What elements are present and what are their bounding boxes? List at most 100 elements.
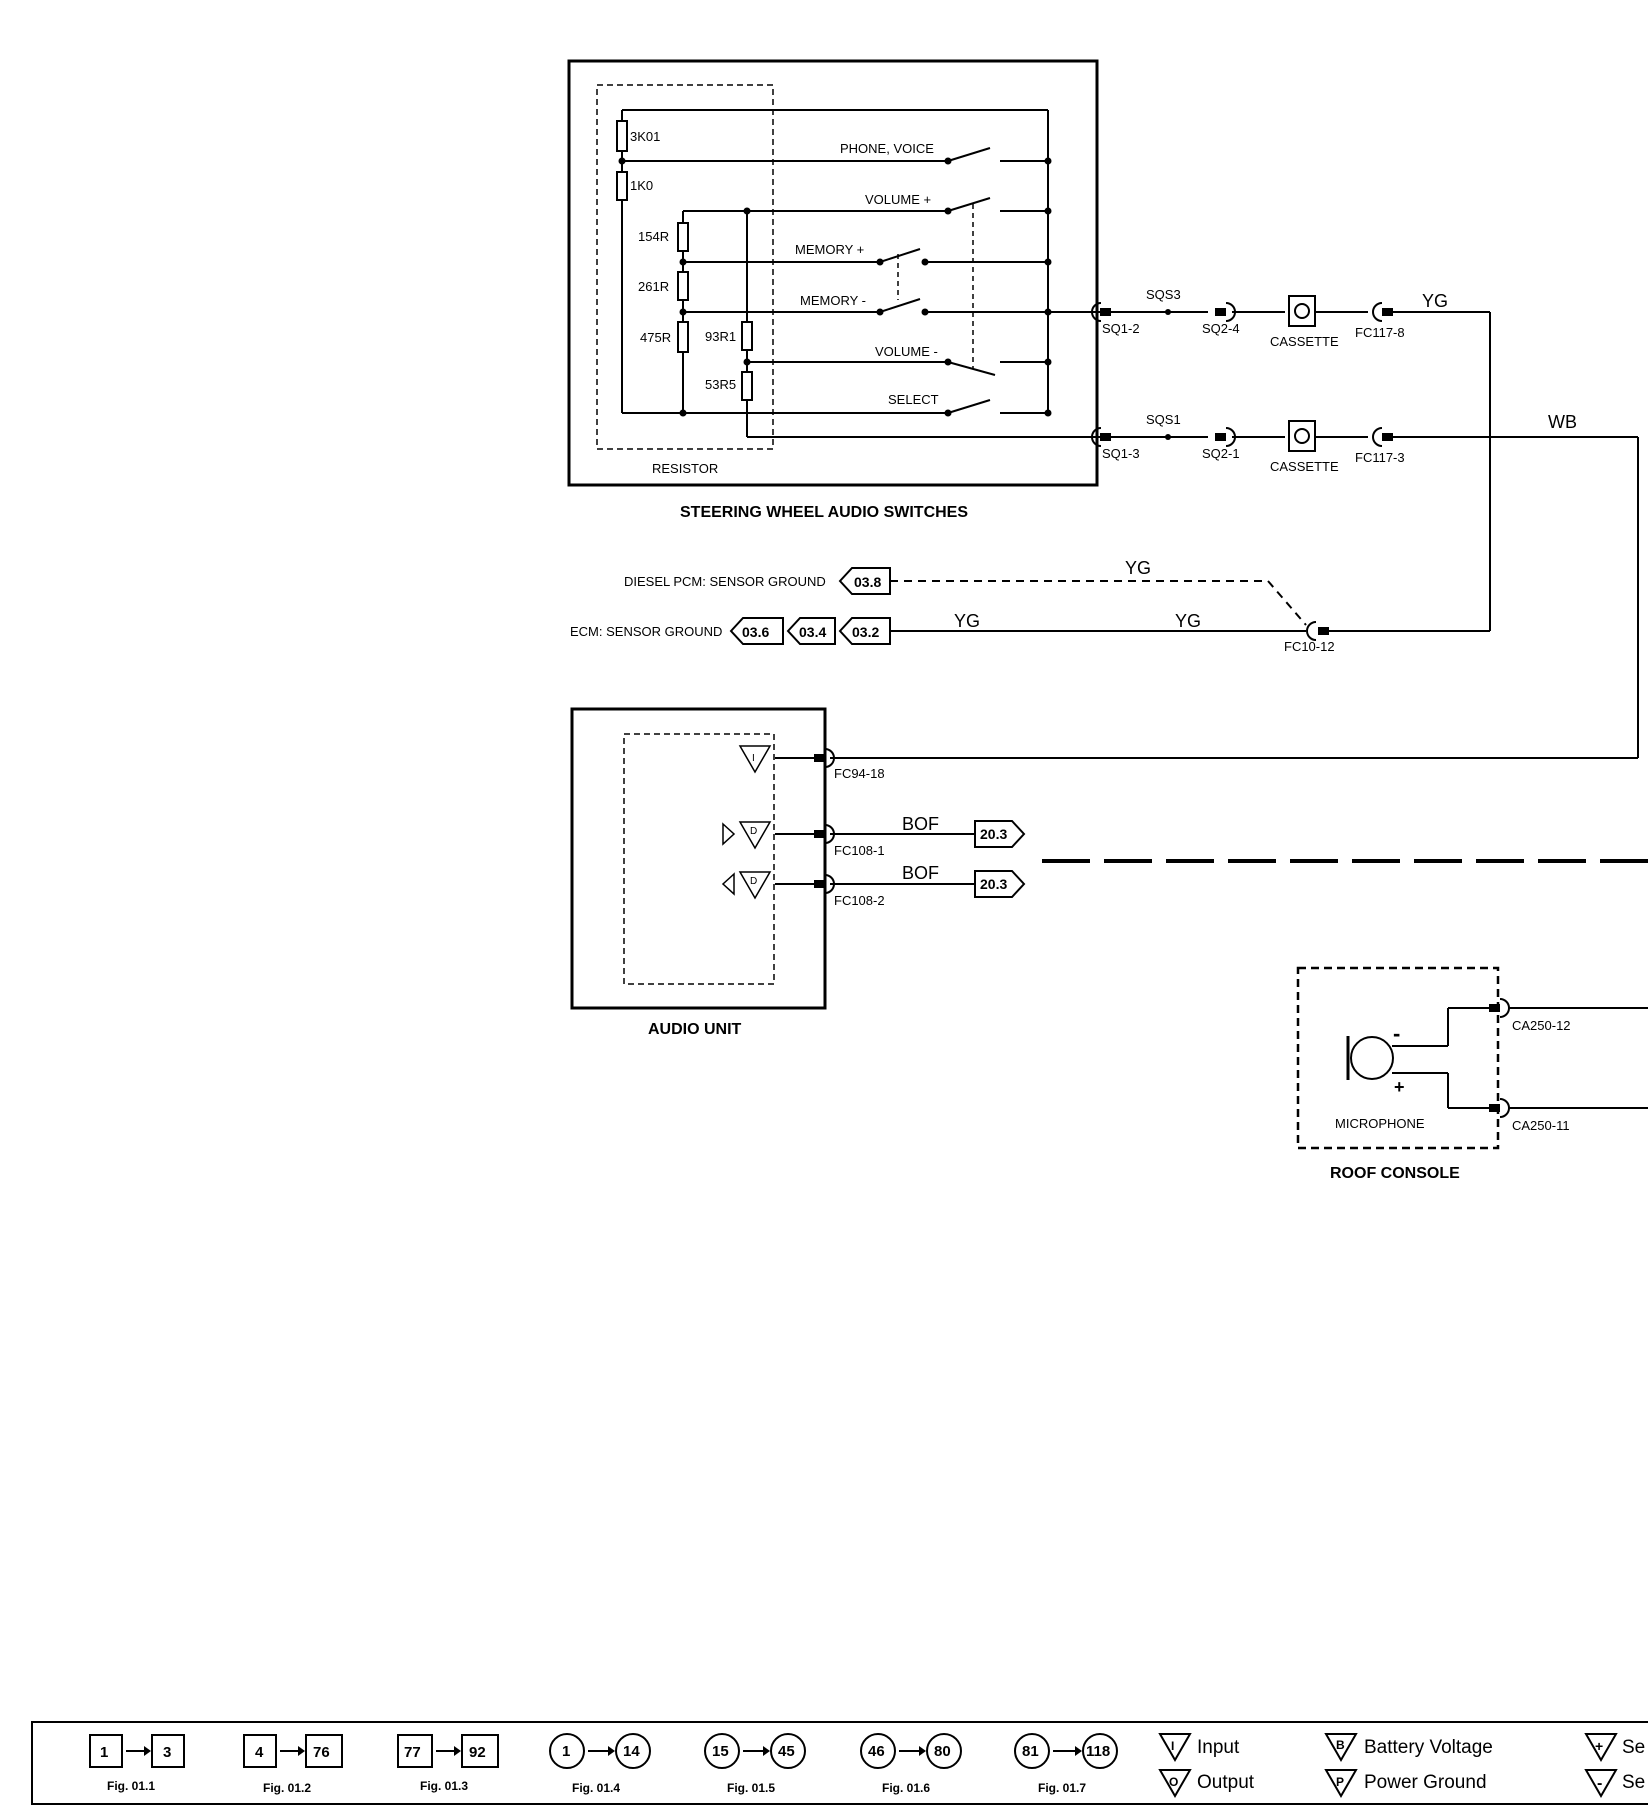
microphone-label: MICROPHONE <box>1335 1116 1425 1131</box>
wire-yg-label-upper: YG <box>1422 291 1448 311</box>
output-symbol-icon: O <box>1169 1775 1178 1789</box>
diesel-ground-ref[interactable]: 03.8 <box>854 574 881 590</box>
legend-se-label-1: Se <box>1622 1737 1645 1758</box>
sensor-ground-wires <box>729 567 1490 645</box>
legend-input-label: Input <box>1197 1737 1240 1758</box>
connector-fc108-1-label: FC108-1 <box>834 843 885 858</box>
legend-se-label-2: Se <box>1622 1772 1645 1793</box>
legend-range-1-to: 3 <box>163 1744 171 1761</box>
legend-range-1-from: 1 <box>100 1744 108 1761</box>
switch-memory-minus-label: MEMORY - <box>800 293 866 308</box>
resistor-475r-label: 475R <box>640 330 671 345</box>
connector-pins <box>1100 308 1393 441</box>
ecm-ground-ref-1[interactable]: 03.6 <box>742 624 769 640</box>
connector-fc117-3-label: FC117-3 <box>1355 450 1405 465</box>
connector-fc10-12-label: FC10-12 <box>1284 639 1335 654</box>
switch-volume-plus-label: VOLUME + <box>865 192 931 207</box>
connector-ca250-11-label: CA250-11 <box>1512 1118 1570 1133</box>
wire-yg-label-mid: YG <box>1175 611 1201 631</box>
legend-circle-shapes <box>549 1733 1118 1769</box>
resistor-label: RESISTOR <box>652 461 718 476</box>
wire-yg-label-dashed: YG <box>1125 558 1151 578</box>
audio-unit-title: AUDIO UNIT <box>648 1021 742 1038</box>
switch-phone-voice-label: PHONE, VOICE <box>840 141 934 156</box>
wire-bof-label-1: BOF <box>902 814 939 834</box>
mic-plus-sign: + <box>1394 1077 1405 1097</box>
legend-range-7-to: 118 <box>1086 1743 1110 1760</box>
legend-range-7-from: 81 <box>1022 1743 1039 1760</box>
audio-unit-module <box>570 707 1026 1010</box>
resistor-261r-label: 261R <box>638 279 669 294</box>
connector-sq1-2-label: SQ1-2 <box>1102 321 1140 336</box>
resistor-154r-label: 154R <box>638 229 669 244</box>
mic-minus-sign: - <box>1393 1021 1400 1046</box>
legend-range-1-fig: Fig. 01.1 <box>107 1779 155 1793</box>
legend-range-6-fig: Fig. 01.6 <box>882 1781 930 1795</box>
steering-wheel-module <box>567 59 1099 487</box>
legend-symbols <box>1158 1733 1618 1799</box>
roof-console-module <box>1296 966 1648 1150</box>
legend-range-3-to: 92 <box>469 1744 486 1761</box>
audio-unit-pins <box>814 754 825 888</box>
switch-volume-minus-label: VOLUME - <box>875 344 938 359</box>
audio-ref-tag-2[interactable]: 20.3 <box>980 876 1007 892</box>
steering-wheel-title: STEERING WHEEL AUDIO SWITCHES <box>680 504 968 521</box>
legend-range-4-fig: Fig. 01.4 <box>572 1781 620 1795</box>
legend-frame <box>31 1721 1648 1805</box>
legend-range-5-to: 45 <box>778 1743 795 1760</box>
resistor-1k0-label: 1K0 <box>630 178 653 193</box>
data-pin-symbol-1: D <box>750 826 757 837</box>
connector-fc94-18-label: FC94-18 <box>834 766 885 781</box>
input-symbol-icon: I <box>1171 1739 1174 1753</box>
fc10-12-pin <box>1318 627 1329 635</box>
legend-range-4-from: 1 <box>562 1743 570 1760</box>
legend-range-2-from: 4 <box>255 1744 264 1761</box>
cassette-label-2: CASSETTE <box>1270 459 1339 474</box>
roof-console-pins <box>1489 1004 1500 1112</box>
legend-power-ground-label: Power Ground <box>1364 1772 1487 1793</box>
roof-console-title: ROOF CONSOLE <box>1330 1165 1460 1182</box>
junction-dots <box>618 157 1052 417</box>
input-pin-symbol: I <box>752 753 755 764</box>
legend-battery-label: Battery Voltage <box>1364 1737 1493 1758</box>
legend-range-5-from: 15 <box>712 1743 729 1760</box>
data-pin-symbol-2: D <box>750 876 757 887</box>
legend-range-3-fig: Fig. 01.3 <box>420 1779 468 1793</box>
legend-output-label: Output <box>1197 1772 1255 1793</box>
wire-wb-label: WB <box>1548 412 1577 432</box>
resistor-3k01-label: 3K01 <box>630 129 660 144</box>
connector-ca250-12-label: CA250-12 <box>1512 1018 1571 1033</box>
splice-sqs3-label: SQS3 <box>1146 287 1181 302</box>
wire-bof-label-2: BOF <box>902 863 939 883</box>
connector-fc117-8-label: FC117-8 <box>1355 325 1405 340</box>
legend-range-2-to: 76 <box>313 1744 330 1761</box>
legend-range-2-fig: Fig. 01.2 <box>263 1781 311 1795</box>
plus-symbol-icon: + <box>1595 1738 1603 1754</box>
legend-square-shapes <box>89 1734 499 1768</box>
legend-range-7-fig: Fig. 01.7 <box>1038 1781 1086 1795</box>
switch-memory-plus-label: MEMORY + <box>795 242 864 257</box>
ecm-ground-label: ECM: SENSOR GROUND <box>570 624 722 639</box>
resistor-93r1-label: 93R1 <box>705 329 736 344</box>
ecm-ground-ref-2[interactable]: 03.4 <box>799 624 826 640</box>
splice-sqs1-label: SQS1 <box>1146 412 1181 427</box>
battery-symbol-icon: B <box>1336 1738 1345 1752</box>
ecm-ground-ref-3[interactable]: 03.2 <box>852 624 879 640</box>
connector-sq2-4-label: SQ2-4 <box>1202 321 1240 336</box>
wire-yg-label-left: YG <box>954 611 980 631</box>
diesel-ground-label: DIESEL PCM: SENSOR GROUND <box>624 574 826 589</box>
cassette-label-1: CASSETTE <box>1270 334 1339 349</box>
power-ground-symbol-icon: P <box>1336 1775 1344 1789</box>
legend-range-6-from: 46 <box>868 1743 885 1760</box>
switch-select-label: SELECT <box>888 392 939 407</box>
connector-sq1-3-label: SQ1-3 <box>1102 446 1140 461</box>
connector-fc108-2-label: FC108-2 <box>834 893 885 908</box>
resistor-53r5-label: 53R5 <box>705 377 736 392</box>
legend-range-5-fig: Fig. 01.5 <box>727 1781 775 1795</box>
legend-arrowheads <box>144 1746 1082 1756</box>
audio-ref-tag-1[interactable]: 20.3 <box>980 826 1007 842</box>
minus-symbol-icon: - <box>1597 1775 1602 1792</box>
signal-wires <box>830 295 1639 759</box>
legend-range-3-from: 77 <box>404 1744 421 1761</box>
